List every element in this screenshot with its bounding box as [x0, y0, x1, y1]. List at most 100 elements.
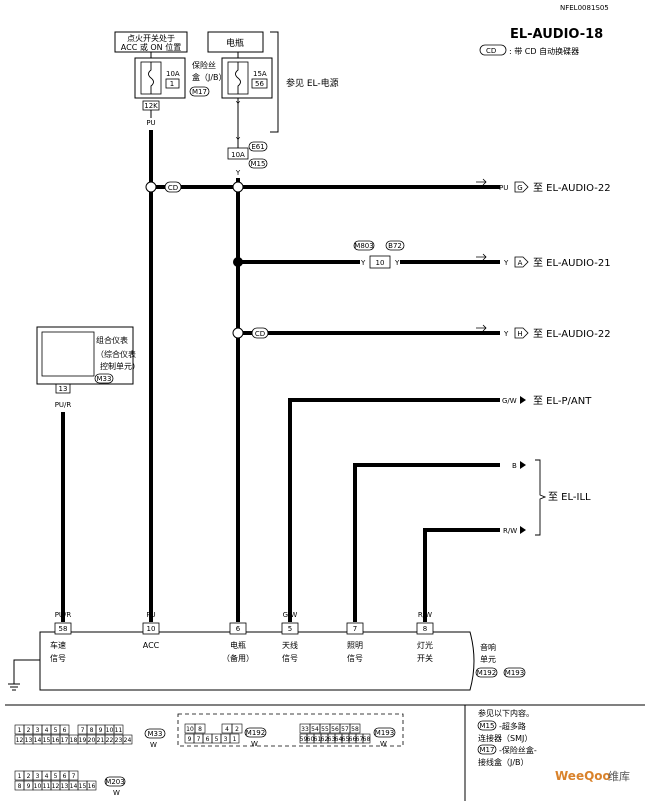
ill-b: B	[512, 462, 517, 470]
fuse1-wire: PU	[146, 119, 155, 127]
pin2-wire: PU	[146, 611, 155, 619]
ignition-line1: 点火开关处于	[127, 33, 175, 43]
audio-unit	[39, 631, 475, 691]
fuse1-pin: 12K	[144, 102, 158, 110]
pin4-no: 5	[288, 625, 292, 633]
audio-pin-4: G/W 5 天线 信号	[281, 611, 299, 663]
pin6-label1: 灯光	[417, 640, 433, 650]
fuse2-wire-b: Y	[235, 136, 241, 144]
connector-pin-label: 19	[79, 737, 87, 744]
connector-pin-label: 3	[36, 727, 40, 734]
connector-pin-label: 22	[106, 737, 114, 744]
conn-e61: E61	[251, 143, 264, 151]
ignition-line2: ACC 或 ON 位置	[121, 42, 181, 52]
fuse-symbol-1	[148, 62, 154, 94]
fuse1-amp: 10A	[166, 70, 180, 78]
pin3-no: 6	[236, 625, 241, 633]
connector-cell	[113, 724, 124, 735]
pin1-label1: 车速	[50, 640, 66, 650]
connector-pin-label: 5	[54, 773, 58, 780]
connector-cell	[362, 733, 371, 744]
connector-pin-label: 5	[54, 727, 58, 734]
connector-pin-label: 65	[342, 736, 350, 743]
connector-pin-label: 16	[52, 737, 60, 744]
ant-ref: 至 EL-P/ANT	[533, 395, 592, 407]
connector-pin-label: 57	[341, 726, 349, 733]
connector-pin-label: 60	[307, 736, 315, 743]
wire-b-illum	[353, 463, 500, 622]
connector-pin-label: 23	[115, 737, 123, 744]
power-ref: 参见 EL-电源	[286, 77, 339, 89]
audio-name1: 音响	[480, 642, 496, 652]
connector-pin-label: 66	[349, 736, 357, 743]
branch1-ref: 至 EL-AUDIO-22	[533, 182, 611, 194]
connector-pin-label: 14	[34, 737, 42, 744]
audio-pin-3: Y 6 电瓶 （备用）	[222, 611, 254, 663]
branch1-cd: CD	[168, 184, 178, 192]
branch2-wire: Y	[503, 259, 509, 267]
pin6-wire: R/W	[418, 611, 432, 619]
battery-label: 电瓶	[226, 37, 244, 49]
connector-pin-label: 1	[18, 773, 22, 780]
connector-pin-label: 7	[72, 773, 76, 780]
connector-pin-label: 8	[198, 726, 202, 733]
notes-n1-text2: 连接器（SMJ）	[478, 733, 532, 743]
notes-n2-text2: 接线盒（J/B）	[478, 757, 529, 767]
pin5-label1: 照明	[347, 641, 363, 650]
connector-pin-label: 6	[63, 773, 67, 780]
page-title: EL-AUDIO-18	[510, 27, 603, 42]
connector-pin-label: 11	[43, 783, 51, 790]
ill-rw: R/W	[503, 527, 517, 535]
branch3-cd: CD	[255, 330, 265, 338]
meter-line3: 控制单元）	[100, 361, 140, 371]
pin3-wire: Y	[235, 611, 241, 619]
cd-legend-text: : 带 CD 自动换碟器	[509, 46, 579, 56]
connector-pin-label: 9	[99, 727, 103, 734]
meter-line1: 组合仪表	[96, 335, 128, 345]
audio-conn2: M193	[505, 669, 524, 677]
pin3-label2: （备用）	[222, 653, 254, 663]
connector-cell	[229, 733, 240, 744]
connector-pin-label: 8	[90, 727, 94, 734]
connector-pin-label: 16	[88, 783, 96, 790]
connector-pin-label: 7	[81, 727, 85, 734]
pin4-wire: G/W	[283, 611, 298, 619]
wire-gw-antenna	[288, 398, 500, 622]
connector-pin-label: 2	[27, 773, 31, 780]
conn-10a: 10A	[231, 151, 245, 159]
fuse-box-2	[221, 57, 273, 99]
connector-pin-label: 13	[61, 783, 69, 790]
fuse-label-line2: 盒（J/B）	[192, 72, 227, 82]
connector-pin-label: 15	[79, 783, 87, 790]
pin5-wire: B	[353, 611, 358, 619]
connector-pin-label: 4	[45, 773, 49, 780]
connector-pin-label: 6	[206, 736, 210, 743]
branch2-ref: 至 EL-AUDIO-21	[533, 257, 611, 269]
branch2-wire-l: Y	[360, 259, 366, 267]
connector-pin-label: 4	[225, 726, 229, 733]
connector-pin-label: 64	[335, 736, 343, 743]
connector-cell	[86, 780, 97, 791]
connector-pin-label: 4	[45, 727, 49, 734]
fuse2-amp: 15A	[253, 70, 267, 78]
branch1-wire: PU	[499, 184, 508, 192]
pin4-label2: 信号	[282, 653, 298, 663]
pin2-label1: ACC	[143, 641, 160, 650]
m33-color: W	[150, 741, 157, 749]
ill-ref: 至 EL-ILL	[548, 491, 591, 503]
ant-wire: G/W	[502, 397, 517, 405]
connector-pin-label: 12	[52, 783, 60, 790]
fuse2-no: 56	[255, 80, 264, 88]
m193-color: W	[380, 740, 387, 748]
connector-pin-label: 55	[321, 726, 329, 733]
connector-cell	[194, 723, 206, 734]
connector-pin-label: 11	[115, 727, 123, 734]
notes-n2-text: -保险丝盒-	[499, 745, 537, 755]
branch2-wire-r: Y	[394, 259, 400, 267]
branch2-pin: 10	[376, 259, 385, 267]
audio-name2: 单元	[480, 654, 496, 664]
pin4-label1: 天线	[282, 640, 298, 650]
